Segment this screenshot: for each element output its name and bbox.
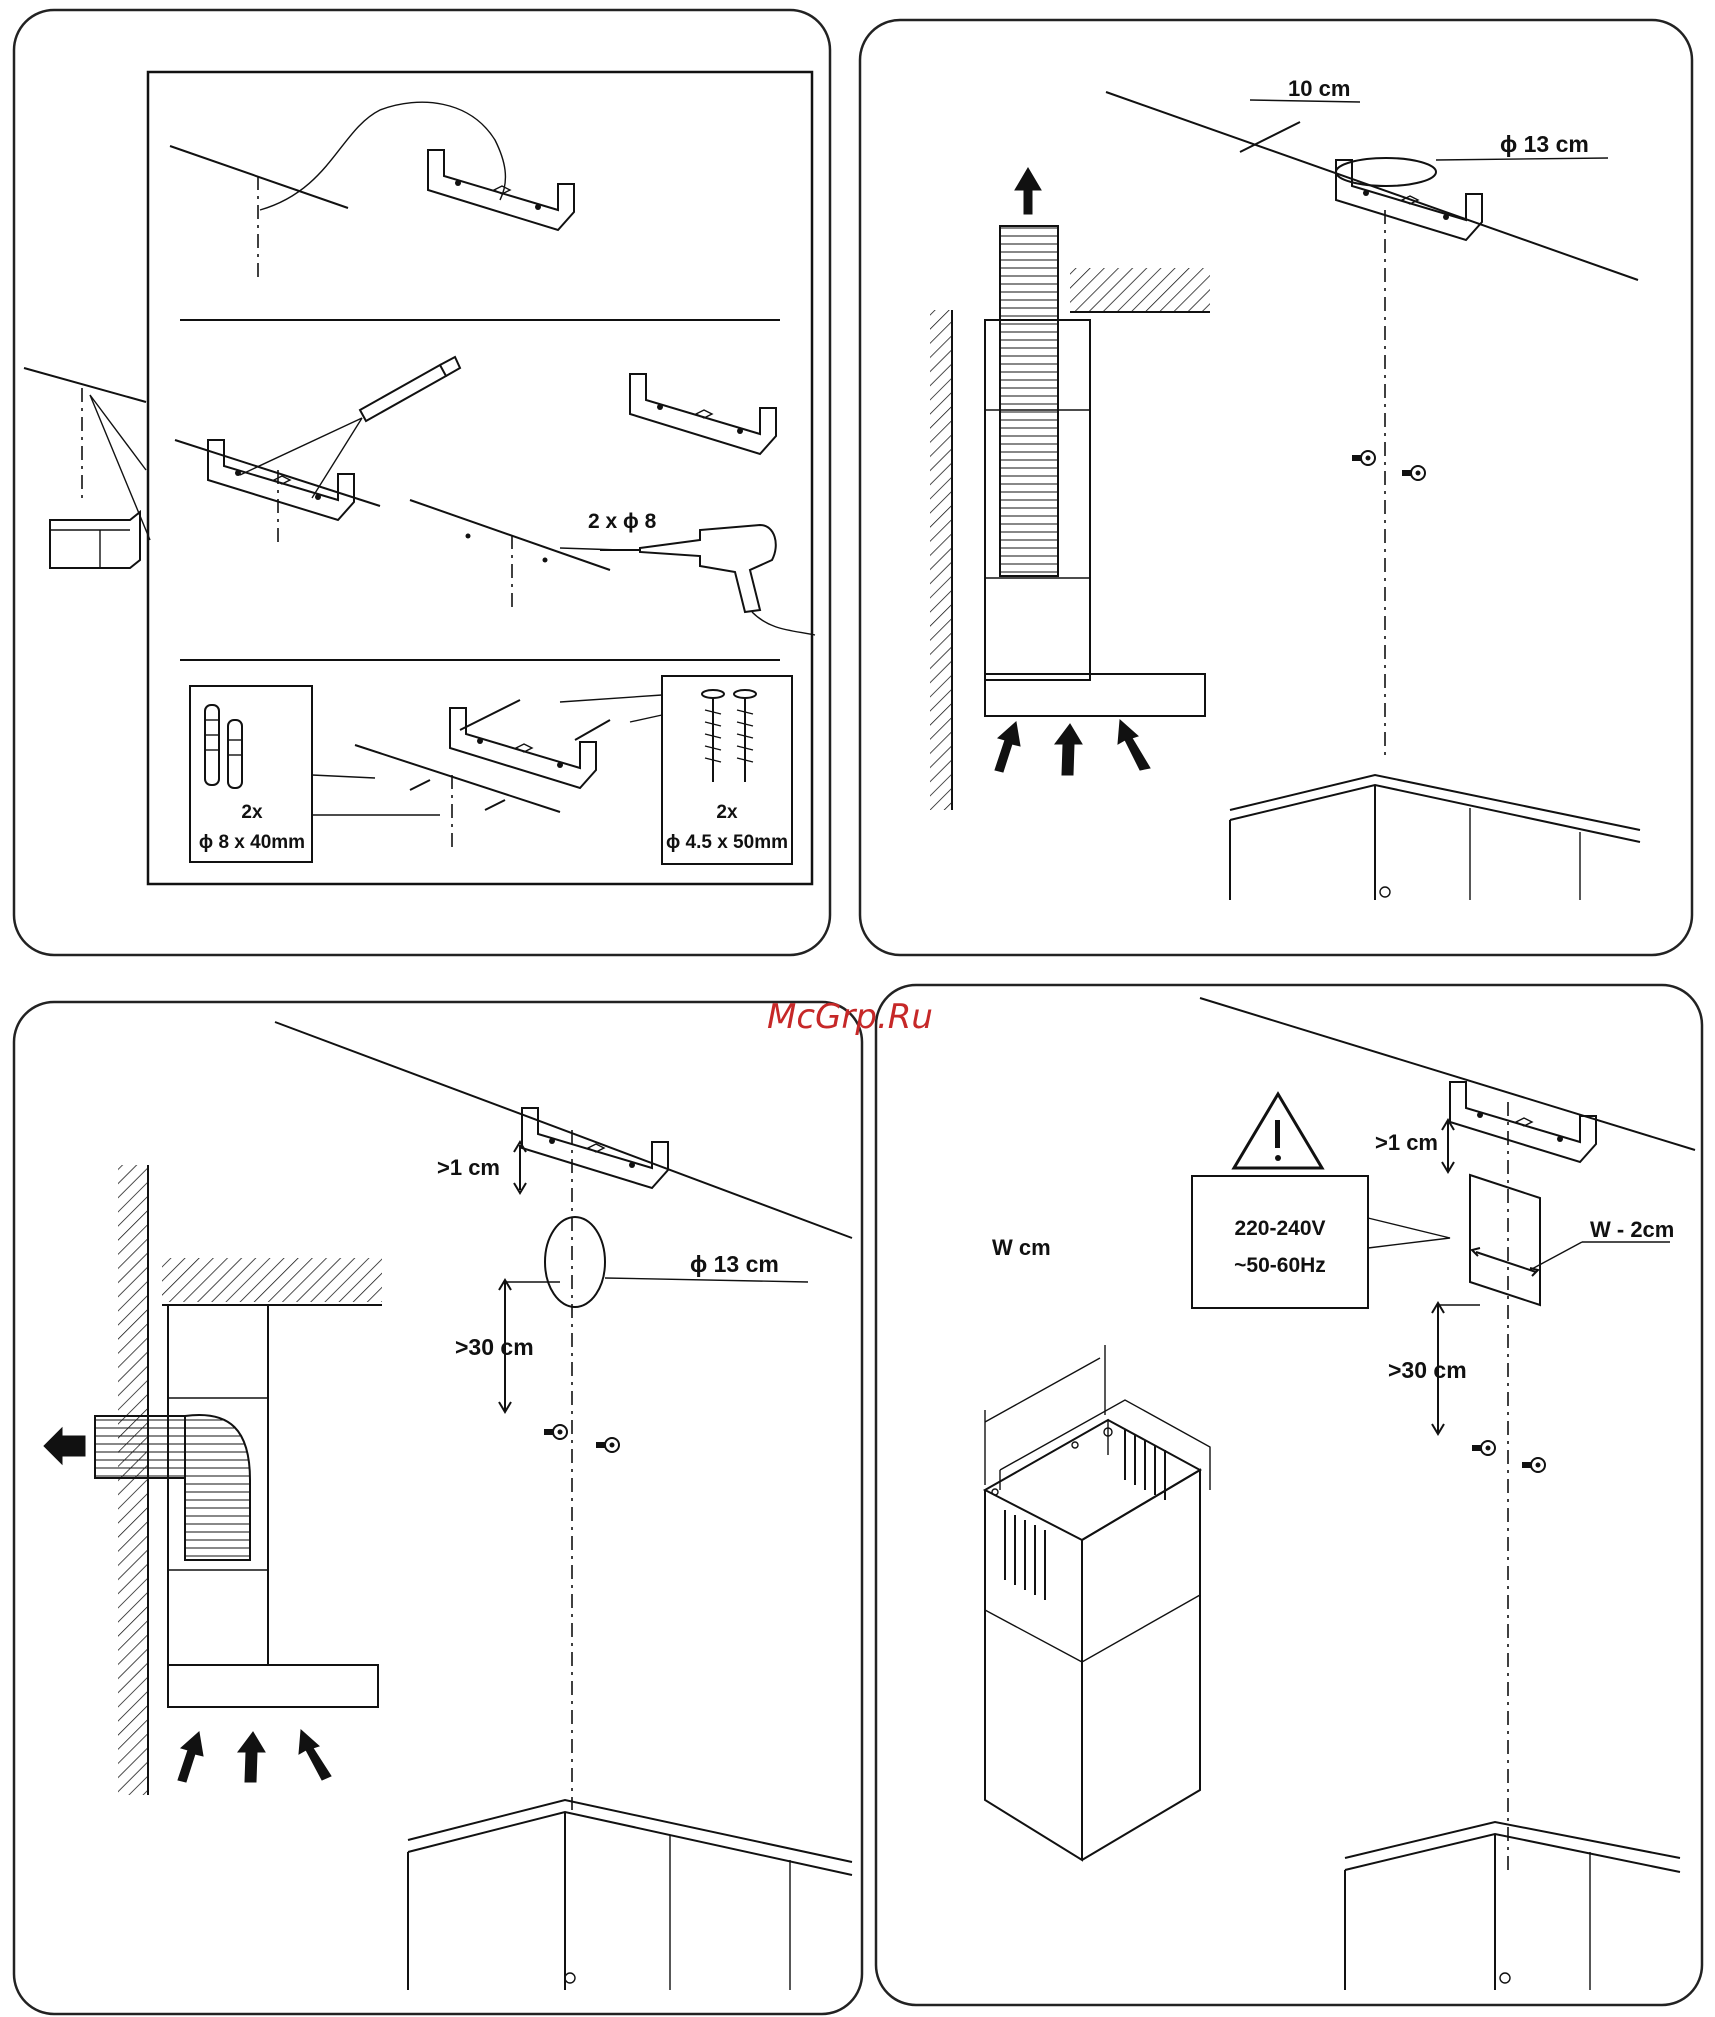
- duct-diameter-label: ϕ 13 cm: [690, 1251, 779, 1277]
- min-distance-label: >30 cm: [455, 1334, 534, 1360]
- bracket-gap-label: >1 cm: [1375, 1130, 1438, 1155]
- socket-width-label: W - 2cm: [1590, 1217, 1674, 1242]
- min-distance-label: >30 cm: [1388, 1357, 1467, 1383]
- screw-size-label: ϕ 4.5 x 50mm: [666, 832, 788, 853]
- chimney-cover: [985, 1400, 1210, 1860]
- cooker-worktop: [1230, 775, 1640, 900]
- airflow-arrow-icon: [995, 720, 1150, 775]
- step-mark-ceiling: [170, 102, 574, 280]
- warning-triangle-icon: [1234, 1094, 1322, 1168]
- bracket-distance-label: 10 cm: [1288, 76, 1350, 101]
- cooker-worktop: [408, 1800, 852, 1990]
- airflow-arrow-icon: [178, 1730, 331, 1782]
- anchor-size-label: ϕ 8 x 40mm: [199, 832, 305, 853]
- bracket-gap-label: >1 cm: [437, 1155, 500, 1180]
- screw-count-label: 2x: [716, 802, 738, 823]
- panel-bracket-mounting: 2 x ϕ 8 2x ϕ 8 x 40mm: [14, 10, 830, 955]
- drill-icon: [560, 525, 815, 635]
- cooker-worktop: [1345, 1822, 1680, 1990]
- duct-diameter-label: ϕ 13 cm: [1500, 131, 1589, 157]
- screw-icon: [702, 690, 756, 782]
- panel-vertical-duct: ϕ 13 cm 10 cm: [860, 20, 1692, 955]
- watermark: McGrp.Ru: [767, 997, 933, 1037]
- panel-horizontal-duct: ϕ 13 cm >1 cm >30 cm: [14, 1002, 862, 2014]
- wall-anchor-icon: [205, 705, 242, 788]
- chimney-width-label: W cm: [992, 1235, 1051, 1260]
- step-drill: 2 x ϕ 8: [175, 357, 815, 635]
- step-fixing: 2x ϕ 8 x 40mm 2x ϕ 4.5 x 50mm: [190, 676, 792, 864]
- anchor-count-label: 2x: [241, 802, 263, 823]
- voltage-label: 220-240V: [1234, 1217, 1325, 1240]
- frequency-label: ~50-60Hz: [1234, 1254, 1326, 1277]
- overview-sketch: [24, 368, 150, 568]
- panel-chimney-electrical: W - 2cm >1 cm >30 cm 220-240V ~50-60Hz: [876, 985, 1702, 2005]
- drill-size-label: 2 x ϕ 8: [588, 510, 657, 533]
